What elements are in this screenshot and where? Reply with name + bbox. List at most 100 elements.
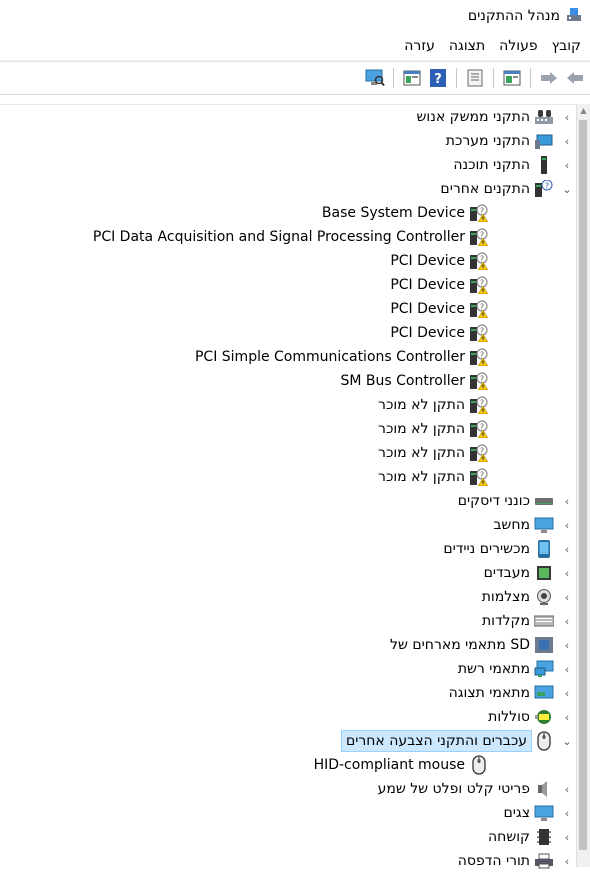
mouse-icon: [469, 755, 489, 775]
tree-category-item[interactable]: ‹ התקני מערכת: [0, 129, 577, 153]
chevron-left-icon[interactable]: ‹: [564, 782, 570, 796]
tree-category-item[interactable]: ‹ התקני תוכנה: [0, 153, 577, 177]
tree-item-label: PCI Device: [390, 301, 465, 317]
unknown-device-icon: ?: [469, 444, 489, 462]
scroll-up-arrow-icon[interactable]: ▲: [580, 106, 587, 115]
menu-file[interactable]: קובץ: [551, 38, 581, 54]
tree-item-label: התקן לא מוכר: [378, 445, 465, 461]
tree-item-label: התקני תוכנה: [453, 157, 530, 173]
svg-text:?: ?: [545, 182, 549, 191]
chevron-down-icon[interactable]: ⌄: [562, 734, 572, 748]
chevron-left-icon[interactable]: ‹: [564, 662, 570, 676]
help-icon[interactable]: ?: [427, 67, 449, 89]
tree-item-label: התקני מערכת: [445, 133, 530, 149]
tree-child-item[interactable]: ?PCI Device: [0, 249, 577, 273]
forward-arrow-icon[interactable]: [538, 67, 560, 89]
toolbar-separator: [530, 68, 531, 88]
menu-view[interactable]: תצוגה: [448, 38, 486, 54]
menu-bar: קובץ פעולה תצוגה עזרה: [0, 32, 590, 61]
tree-child-item[interactable]: HID-compliant mouse: [0, 753, 577, 777]
tree-category-item[interactable]: ‹כונני דיסקים: [0, 489, 577, 513]
tree-category-item[interactable]: ⌄עכברים והתקני הצבעה אחרים: [0, 729, 577, 753]
chevron-left-icon[interactable]: ‹: [564, 134, 570, 148]
chevron-left-icon[interactable]: ‹: [564, 494, 570, 508]
tree-category-item[interactable]: ‹ פריטי קלט ופלט של שמע: [0, 777, 577, 801]
unknown-device-icon: ?: [469, 348, 489, 366]
update-driver-icon[interactable]: [401, 67, 423, 89]
svg-text:?: ?: [480, 231, 484, 240]
menu-action[interactable]: פעולה: [499, 38, 538, 54]
chevron-left-icon[interactable]: ‹: [564, 158, 570, 172]
chevron-left-icon[interactable]: ‹: [564, 590, 570, 604]
tree-item-label: PCI Device: [390, 277, 465, 293]
chevron-left-icon[interactable]: ‹: [564, 518, 570, 532]
chevron-left-icon[interactable]: ‹: [564, 854, 570, 868]
window-title: מנהל ההתקנים: [467, 8, 560, 24]
tree-category-item[interactable]: ‹מעבדים: [0, 561, 577, 585]
tree-category-item[interactable]: ‹קושחה: [0, 825, 577, 849]
tree-item-label: התקני ממשק אנוש: [416, 109, 530, 125]
chevron-left-icon[interactable]: ‹: [564, 110, 570, 124]
unknown-device-icon: ?: [469, 204, 489, 222]
chevron-left-icon[interactable]: ‹: [564, 638, 570, 652]
tree-category-item[interactable]: ‹מתאמי מארחים של SD: [0, 633, 577, 657]
toolbar: ?: [0, 61, 590, 95]
tree-child-item[interactable]: ?PCI Device: [0, 273, 577, 297]
tree-category-item[interactable]: ‹ צגים: [0, 801, 577, 825]
scan-hardware-icon[interactable]: [364, 67, 386, 89]
back-arrow-icon[interactable]: [564, 67, 586, 89]
sd-host-icon: [534, 636, 554, 654]
tree-item-label: מתאמי רשת: [457, 661, 530, 677]
tree-category-item[interactable]: ‹תורי הדפסה: [0, 849, 577, 873]
chevron-left-icon[interactable]: ‹: [564, 710, 570, 724]
unknown-device-icon: ?: [469, 228, 489, 246]
tree-child-item[interactable]: ?SM Bus Controller: [0, 369, 577, 393]
tree-item-label: PCI Simple Communications Controller: [194, 349, 465, 365]
tree-child-item[interactable]: ?PCI Data Acquisition and Signal Process…: [0, 225, 577, 249]
show-hidden-icon[interactable]: [501, 67, 523, 89]
tree-child-item[interactable]: ?התקן לא מוכר: [0, 417, 577, 441]
speaker-icon: [534, 780, 554, 798]
tree-item-label: פריטי קלט ופלט של שמע: [377, 781, 530, 797]
properties-icon[interactable]: [464, 67, 486, 89]
vertical-scrollbar[interactable]: ▲: [576, 104, 590, 867]
unknown-device-icon: ?: [469, 252, 489, 270]
camera-icon: [534, 588, 554, 606]
tree-child-item[interactable]: ?PCI Device: [0, 321, 577, 345]
tree-category-item[interactable]: ‹ מקלדות: [0, 609, 577, 633]
svg-text:?: ?: [480, 207, 484, 216]
svg-text:?: ?: [480, 375, 484, 384]
chevron-left-icon[interactable]: ‹: [564, 686, 570, 700]
unknown-device-icon: ?: [469, 372, 489, 390]
tree-category-item[interactable]: ‹מכשירים ניידים: [0, 537, 577, 561]
scroll-thumb[interactable]: [579, 120, 587, 850]
tree-child-item[interactable]: ? התקן לא מוכר: [0, 441, 577, 465]
chevron-left-icon[interactable]: ‹: [564, 542, 570, 556]
tree-category-item[interactable]: ‹ מתאמי רשת: [0, 657, 577, 681]
chevron-left-icon[interactable]: ‹: [564, 566, 570, 580]
tree-category-item[interactable]: ‹מצלמות: [0, 585, 577, 609]
tree-category-item[interactable]: ‹מחשב: [0, 513, 577, 537]
tree-item-label: מתאמי תצוגה: [448, 685, 530, 701]
chevron-down-icon[interactable]: ⌄: [562, 182, 572, 196]
tree-child-item[interactable]: ?PCI Device: [0, 297, 577, 321]
chevron-left-icon[interactable]: ‹: [564, 830, 570, 844]
tree-category-item[interactable]: ⌄?התקנים אחרים: [0, 177, 577, 201]
tree-child-item[interactable]: ?PCI Simple Communications Controller: [0, 345, 577, 369]
menu-help[interactable]: עזרה: [404, 38, 435, 54]
tree-child-item[interactable]: ?התקן לא מוכר: [0, 393, 577, 417]
battery-icon: [534, 708, 554, 726]
tree-child-item[interactable]: ?התקן לא מוכר: [0, 465, 577, 489]
tree-item-label: צגים: [503, 805, 531, 821]
tree-category-item[interactable]: ‹ התקני ממשק אנוש: [0, 105, 577, 129]
chevron-left-icon[interactable]: ‹: [564, 614, 570, 628]
svg-text:?: ?: [480, 447, 484, 456]
tree-category-item[interactable]: ‹סוללות: [0, 705, 577, 729]
tree-child-item[interactable]: ?Base System Device: [0, 201, 577, 225]
device-tree: ‹ התקני ממשק אנוש ‹ התקני מערכת ‹ התקני תוכנה…: [0, 104, 577, 869]
tree-category-item[interactable]: ‹ מתאמי תצוגה: [0, 681, 577, 705]
chevron-left-icon[interactable]: ‹: [564, 806, 570, 820]
firmware-icon: [534, 828, 554, 846]
tree-item-label: מקלדות: [481, 613, 530, 629]
toolbar-separator: [393, 68, 394, 88]
